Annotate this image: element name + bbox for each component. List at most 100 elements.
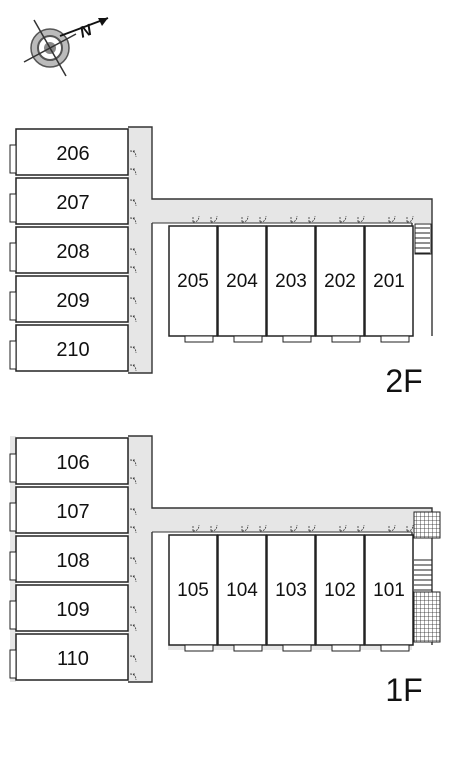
- door-icon: [129, 606, 137, 614]
- door-icon: [241, 524, 249, 532]
- room-label-101: 101: [373, 580, 405, 601]
- door-icon: [210, 524, 218, 532]
- balcony: [9, 600, 17, 630]
- balcony: [9, 291, 17, 321]
- corridor-horizontal: [128, 199, 432, 223]
- room-label-206: 206: [56, 143, 89, 165]
- room-203: [266, 225, 316, 337]
- room-204: [217, 225, 267, 337]
- door-icon: [192, 524, 200, 532]
- floor-label-2f: 2F: [385, 363, 422, 399]
- door-icon: [241, 215, 249, 223]
- balcony: [282, 644, 312, 652]
- balcony: [9, 453, 17, 483]
- room-210: [15, 324, 129, 372]
- door-icon: [406, 215, 414, 223]
- door-icon: [129, 575, 137, 583]
- door-icon: [210, 215, 218, 223]
- door-icon: [129, 346, 137, 354]
- room-label-202: 202: [324, 271, 356, 292]
- balcony: [233, 335, 263, 343]
- room-106: [15, 437, 129, 485]
- balcony: [9, 551, 17, 581]
- room-label-107: 107: [56, 501, 89, 523]
- corridor-horizontal: [128, 508, 432, 532]
- door-icon: [129, 624, 137, 632]
- room-label-207: 207: [56, 192, 89, 214]
- door-icon: [339, 524, 347, 532]
- balcony: [331, 644, 361, 652]
- door-icon: [192, 215, 200, 223]
- staircase-icon: [413, 511, 441, 539]
- floor-2f: 206 207 208 209 210 205 204 203 202 201 2F: [9, 126, 433, 399]
- room-label-204: 204: [226, 271, 258, 292]
- compass-icon: N: [23, 17, 109, 77]
- door-icon: [308, 215, 316, 223]
- door-icon: [357, 524, 365, 532]
- balcony: [282, 335, 312, 343]
- balcony: [9, 193, 17, 223]
- staircase-icon: [413, 591, 441, 643]
- balcony: [9, 144, 17, 174]
- balcony: [9, 242, 17, 272]
- door-icon: [129, 297, 137, 305]
- room-108: [15, 535, 129, 583]
- door-icon: [129, 266, 137, 274]
- balcony: [9, 340, 17, 370]
- door-icon: [406, 524, 414, 532]
- room-label-108: 108: [56, 550, 89, 572]
- room-103: [266, 534, 316, 646]
- door-icon: [129, 364, 137, 372]
- door-icon: [129, 477, 137, 485]
- balcony: [184, 644, 214, 652]
- door-icon: [129, 655, 137, 663]
- balcony: [233, 644, 263, 652]
- door-icon: [129, 199, 137, 207]
- corridor-vertical: [128, 127, 152, 373]
- room-107: [15, 486, 129, 534]
- door-icon: [388, 524, 396, 532]
- balcony: [331, 335, 361, 343]
- room-102: [315, 534, 365, 646]
- room-201: [364, 225, 414, 337]
- room-label-109: 109: [56, 599, 89, 621]
- door-icon: [129, 150, 137, 158]
- room-206: [15, 128, 129, 176]
- door-icon: [357, 215, 365, 223]
- room-202: [315, 225, 365, 337]
- door-icon: [129, 459, 137, 467]
- door-icon: [290, 524, 298, 532]
- door-icon: [388, 215, 396, 223]
- floor-label-1f: 1F: [385, 672, 422, 708]
- door-icon: [129, 248, 137, 256]
- door-icon: [259, 524, 267, 532]
- room-label-106: 106: [56, 452, 89, 474]
- room-209: [15, 275, 129, 323]
- door-icon: [259, 215, 267, 223]
- room-label-203: 203: [275, 271, 307, 292]
- room-label-103: 103: [275, 580, 307, 601]
- door-icon: [129, 168, 137, 176]
- door-icon: [129, 673, 137, 681]
- staircase-steps-icon: [414, 559, 432, 591]
- room-label-201: 201: [373, 271, 405, 292]
- door-icon: [129, 217, 137, 225]
- room-label-208: 208: [56, 241, 89, 263]
- room-207: [15, 177, 129, 225]
- room-label-209: 209: [56, 290, 89, 312]
- door-icon: [129, 508, 137, 516]
- door-icon: [290, 215, 298, 223]
- balcony: [9, 649, 17, 679]
- door-icon: [129, 526, 137, 534]
- room-label-205: 205: [177, 271, 209, 292]
- balcony: [380, 335, 410, 343]
- room-101: [364, 534, 414, 646]
- staircase-icon: [414, 223, 432, 255]
- door-icon: [308, 524, 316, 532]
- room-label-110: 110: [57, 648, 89, 670]
- balcony: [9, 502, 17, 532]
- room-label-210: 210: [56, 339, 89, 361]
- balcony: [380, 644, 410, 652]
